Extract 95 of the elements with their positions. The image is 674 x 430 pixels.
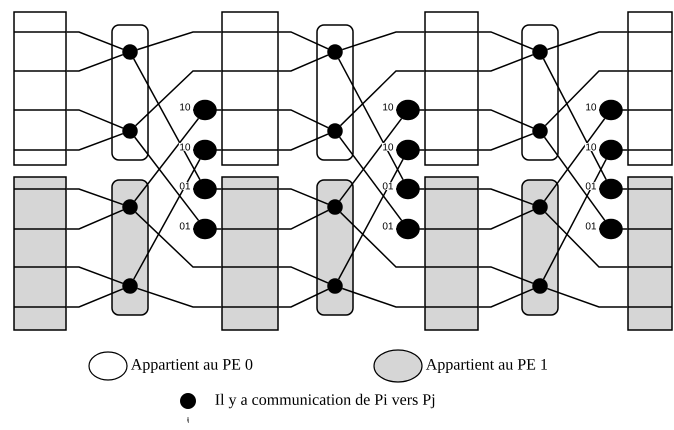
wire [278,288,328,308]
communication-dot [193,100,217,120]
wire [137,288,222,308]
wire [66,133,123,151]
communication-dot [532,44,548,60]
communication-dot [327,123,343,139]
data-array-box [627,176,673,331]
wire [339,136,402,221]
communication-dot [327,199,343,215]
communication-dot [122,199,138,215]
wire [478,288,534,308]
wire [544,118,606,202]
communication-dot [193,218,217,240]
bit-label: 10 [178,142,191,152]
wire [278,266,328,284]
data-array-box [13,11,67,166]
wire [478,209,534,230]
communication-dot [532,199,548,215]
wire [338,158,404,280]
wire [278,188,328,205]
wire [340,70,424,126]
wire [542,58,607,180]
legend-text: Il y a communication de Pi vers Pj [215,394,434,408]
wire [478,188,533,206]
wire [544,136,606,221]
bit-label: 10 [382,102,394,112]
legend-text: Appartient au PE 0 [130,358,252,373]
wire [135,212,222,268]
wire [137,31,222,50]
communication-dot [122,44,138,60]
wire [278,31,328,50]
wire [278,210,328,230]
wire [478,54,534,72]
wire [544,70,628,126]
bit-label: 10 [382,142,394,152]
communication-dot [327,278,343,294]
wire [338,58,404,180]
wire [478,31,534,50]
data-array-box [221,176,279,331]
communication-dot [122,123,138,139]
wire [278,109,328,128]
communication-dot [327,44,343,60]
bit-label: 10 [584,142,597,152]
wire [133,158,201,280]
wire [66,209,124,230]
wire [66,31,124,50]
bit-label: 01 [584,222,597,230]
bit-label: 01 [178,222,191,230]
communication-dot [599,178,623,200]
bit-label: 01 [382,182,394,190]
wire [66,266,123,284]
communication-dot [396,218,420,240]
bit-label: 10 [178,102,191,112]
wire [342,288,424,308]
communication-dot [396,178,420,200]
data-array-box [424,176,479,331]
data-array-box [627,11,673,166]
wire [547,31,628,50]
communication-dot [599,100,623,120]
data-array-box [221,11,279,166]
wire [278,54,328,72]
communication-dot [396,100,420,120]
communication-dot [599,218,623,240]
data-array-box [424,11,479,166]
communication-dot [193,140,217,160]
wire [66,188,123,206]
wire [544,212,628,268]
communication-dot [532,278,548,294]
bit-label: 10 [584,102,597,112]
communication-dot [193,178,217,200]
wire [66,54,123,72]
communication-dot [532,123,548,139]
communication-dot [396,140,420,160]
bit-label: 01 [382,222,394,230]
wire [278,133,328,151]
bit-label: 01 [584,182,597,190]
wire [134,118,200,202]
wire [134,136,200,221]
wire [133,58,201,180]
wire [542,158,607,280]
wire [478,109,534,129]
data-array-box [13,176,67,331]
wire [547,288,628,308]
bit-label: 01 [178,182,191,190]
communication-dot [599,140,623,160]
wire [340,212,424,268]
wire [66,288,124,308]
wire [478,133,534,151]
wire [342,31,424,50]
wire [339,118,402,202]
legend-text: Appartient au PE 1 [426,359,547,373]
wire [135,70,222,126]
communication-dot [122,278,138,294]
wire [66,109,124,129]
wire [478,266,534,284]
